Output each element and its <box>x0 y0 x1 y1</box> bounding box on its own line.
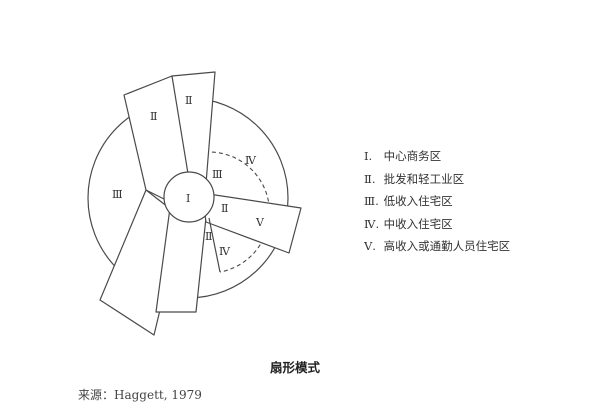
legend-text: 中收入住宅区 <box>383 216 453 231</box>
label-middle-income: Ⅳ <box>245 154 257 167</box>
label-inner-small: Ⅱ <box>205 230 212 243</box>
source-credit: 来源：Haggett, 1979 <box>78 388 202 402</box>
legend-item: Ⅱ. 批发和轻工业区 <box>364 168 510 191</box>
inner-divider-line <box>208 217 221 273</box>
label-wholesale-top: Ⅱ <box>185 94 192 107</box>
legend-item: Ⅰ. 中心商务区 <box>364 145 510 168</box>
legend-text: 高收入或通勤人员住宅区 <box>383 239 511 253</box>
label-high-income: Ⅴ <box>255 216 265 229</box>
legend-number: Ⅲ. <box>364 194 379 208</box>
legend-number: Ⅱ. <box>364 171 376 186</box>
label-wholesale-left: Ⅱ <box>150 110 157 123</box>
legend-number: Ⅰ. <box>364 149 373 163</box>
legend-text: 批发和轻工业区 <box>383 171 465 186</box>
legend-number: Ⅴ. <box>364 239 376 253</box>
cbd-circle-zone <box>163 171 215 223</box>
middle-income-dashed-boundary <box>197 151 271 273</box>
label-wholesale-bottom: Ⅱ <box>221 202 228 215</box>
label-low-income-left: Ⅲ <box>112 188 123 201</box>
legend: Ⅰ. 中心商务区 Ⅱ. 批发和轻工业区 Ⅲ. 低收入住宅区 Ⅳ. 中收入住宅区 … <box>364 145 510 258</box>
legend-item: Ⅴ. 高收入或通勤人员住宅区 <box>364 235 510 258</box>
label-low-income-top: Ⅲ <box>212 168 223 181</box>
figure-caption: 扇形模式 <box>269 360 320 375</box>
legend-number: Ⅳ. <box>364 216 380 231</box>
label-middle-income-bottom: Ⅳ <box>219 245 231 258</box>
legend-item: Ⅳ. 中收入住宅区 <box>364 213 510 236</box>
legend-text: 低收入住宅区 <box>383 194 453 208</box>
legend-item: Ⅲ. 低收入住宅区 <box>364 190 510 213</box>
legend-text: 中心商务区 <box>383 149 442 163</box>
label-cbd: Ⅰ <box>186 192 190 205</box>
